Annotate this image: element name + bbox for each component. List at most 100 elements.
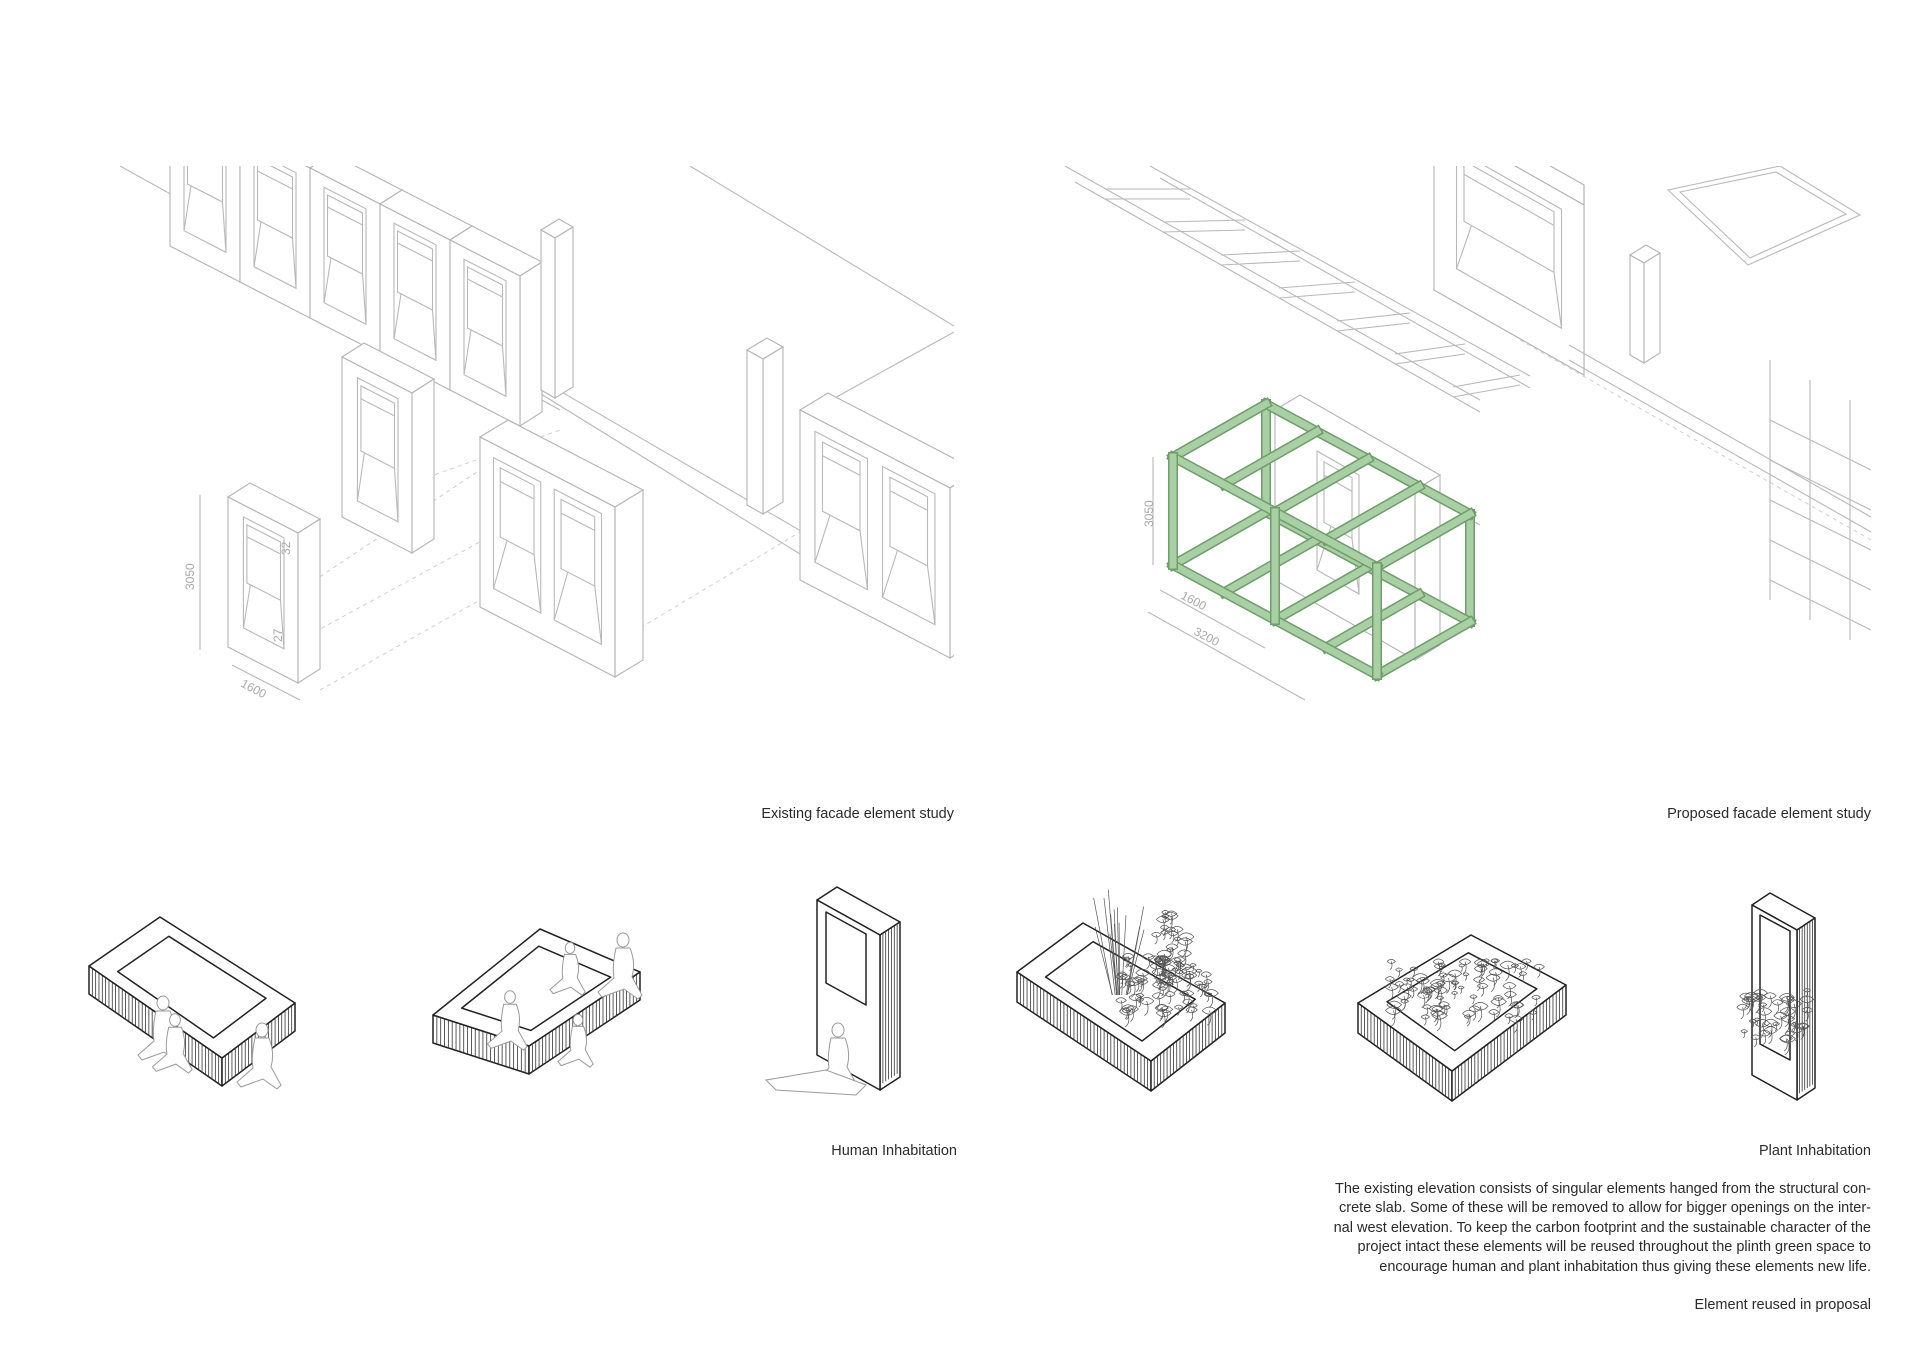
description-line: encourage human and plant inhabitation t… bbox=[1379, 1258, 1871, 1275]
sill-slope bbox=[1351, 538, 1360, 595]
dim-height-label: 3050 bbox=[1142, 500, 1156, 527]
front-face bbox=[1629, 254, 1645, 364]
leaf bbox=[1179, 963, 1192, 980]
leaf bbox=[1396, 992, 1412, 1011]
window-transom bbox=[327, 206, 363, 226]
body bbox=[151, 1026, 193, 1074]
front-face bbox=[479, 436, 616, 678]
rung bbox=[1394, 343, 1466, 355]
leaf bbox=[1167, 974, 1177, 987]
leaf bbox=[1386, 958, 1396, 970]
plant-inhabitation-caption: Plant Inhabitation bbox=[1758, 1143, 1871, 1159]
leaf bbox=[1442, 1005, 1451, 1016]
dimension-line bbox=[1147, 611, 1306, 701]
front-face bbox=[799, 409, 951, 659]
description-paragraph: The existing elevation consists of singu… bbox=[1271, 1180, 1871, 1277]
dim-depth-label: 1600 bbox=[1179, 588, 1209, 613]
stem bbox=[1110, 914, 1118, 996]
leaf bbox=[1512, 1001, 1525, 1018]
head bbox=[564, 941, 576, 955]
frame-beam bbox=[1769, 579, 1872, 631]
leaf bbox=[1795, 1022, 1810, 1040]
slab-edge bbox=[830, 331, 954, 401]
dimension-line bbox=[1159, 589, 1266, 649]
beam bbox=[1064, 166, 1481, 401]
leaf bbox=[1122, 956, 1131, 968]
sill-slope bbox=[253, 221, 262, 267]
leaf bbox=[1201, 1006, 1218, 1026]
upright-opening bbox=[1759, 914, 1791, 1061]
dim-upper-label: 32 bbox=[279, 541, 293, 555]
leaf bbox=[1151, 931, 1162, 945]
leaf bbox=[1182, 998, 1195, 1014]
rung bbox=[1336, 322, 1411, 332]
leaf bbox=[1462, 1009, 1476, 1027]
leaf bbox=[1394, 981, 1405, 993]
slab-edge bbox=[689, 166, 954, 327]
leaf bbox=[1156, 1008, 1172, 1029]
leaf bbox=[1433, 986, 1448, 1005]
leaf bbox=[1450, 980, 1460, 991]
projection-line bbox=[1519, 339, 1872, 541]
stem bbox=[1126, 929, 1145, 996]
top-face bbox=[170, 82, 262, 132]
head bbox=[169, 1013, 181, 1027]
leaf bbox=[1458, 958, 1472, 974]
leaf bbox=[1740, 1029, 1748, 1039]
stem bbox=[1103, 897, 1116, 996]
leaf bbox=[1420, 1014, 1430, 1026]
sill-slope bbox=[859, 530, 869, 590]
leaf bbox=[1203, 992, 1213, 1003]
leaf bbox=[1771, 999, 1784, 1014]
facade-element bbox=[798, 392, 954, 659]
leaf bbox=[1490, 958, 1499, 969]
inhabitation-sketches bbox=[88, 886, 1816, 1102]
person-sitting bbox=[486, 990, 528, 1051]
existing-study-caption: Existing facade element study bbox=[761, 806, 954, 822]
leaf bbox=[1127, 963, 1134, 972]
slab-edge bbox=[1568, 359, 1872, 533]
leaf bbox=[1490, 997, 1507, 1018]
side-face bbox=[297, 517, 321, 685]
sill-slope bbox=[1455, 225, 1473, 269]
side-face bbox=[554, 226, 574, 399]
leaf bbox=[1473, 976, 1486, 992]
window-transom bbox=[889, 490, 928, 511]
leaf bbox=[1477, 982, 1489, 997]
dimension-line bbox=[231, 664, 301, 701]
head bbox=[255, 1022, 269, 1038]
leaf bbox=[1531, 994, 1541, 1007]
planter-inner bbox=[1044, 940, 1197, 1042]
rung bbox=[1394, 353, 1466, 365]
human-inhabitation-caption: Human Inhabitation bbox=[831, 1143, 957, 1159]
leaf bbox=[1780, 1015, 1796, 1033]
window-transom bbox=[822, 455, 861, 476]
beam bbox=[1074, 181, 1481, 413]
leaf bbox=[1753, 1017, 1761, 1026]
sill-slope bbox=[492, 540, 508, 589]
sill-slope bbox=[291, 238, 297, 289]
stem bbox=[1118, 922, 1121, 996]
leaf bbox=[1438, 972, 1448, 984]
sill-slope bbox=[221, 202, 227, 253]
person-sitting bbox=[557, 1013, 594, 1068]
leaf bbox=[1750, 1034, 1761, 1048]
leaf bbox=[1779, 1034, 1793, 1052]
dim-lower-label: 27 bbox=[271, 628, 285, 642]
window-transom bbox=[467, 278, 503, 298]
side-face bbox=[949, 484, 954, 659]
leaf bbox=[1458, 963, 1466, 972]
body bbox=[236, 1037, 282, 1090]
rung bbox=[1452, 374, 1521, 388]
frame-beam bbox=[1769, 419, 1872, 471]
sill-slope bbox=[463, 329, 472, 375]
grass-stems bbox=[1093, 889, 1145, 996]
leaf bbox=[1786, 995, 1795, 1006]
sill-slope bbox=[393, 293, 402, 339]
body bbox=[557, 1025, 594, 1068]
sill-slope bbox=[183, 185, 192, 231]
window-transom bbox=[188, 135, 223, 153]
leaf bbox=[1472, 1001, 1489, 1023]
window-transom bbox=[246, 536, 281, 555]
